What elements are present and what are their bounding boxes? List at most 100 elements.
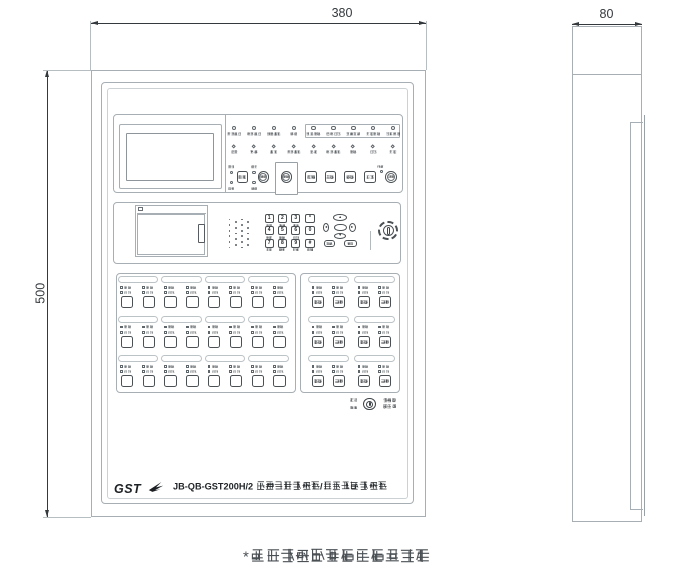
zone-button[interactable]: [186, 296, 199, 309]
zone-button[interactable]: [273, 296, 286, 309]
start-button-label: [282, 175, 290, 179]
confirm-key[interactable]: [324, 240, 335, 247]
numeric-key[interactable]: [264, 238, 274, 248]
cjk-glyph: [385, 549, 399, 562]
arrow-up-key[interactable]: ▲: [333, 214, 347, 222]
printer-latch[interactable]: [198, 224, 206, 244]
arrow-ok-key[interactable]: [334, 223, 347, 232]
zone-button[interactable]: [378, 296, 392, 309]
zone-button[interactable]: [332, 296, 346, 309]
zone-button[interactable]: [142, 335, 155, 348]
numeric-key[interactable]: [291, 214, 301, 224]
zone-button[interactable]: [229, 375, 243, 388]
selftest-button[interactable]: [257, 170, 270, 183]
zone-button[interactable]: [251, 335, 264, 348]
numeric-key[interactable]: [277, 214, 288, 224]
cjk-glyph: [258, 365, 262, 368]
lock-deny-label: [348, 405, 359, 411]
cjk-glyph: [336, 364, 340, 368]
cjk-glyph: [381, 379, 385, 384]
zone-led: [164, 291, 167, 295]
function-button-label: [364, 175, 376, 180]
cjk-glyph: [339, 291, 344, 295]
zone-button-label: [313, 300, 323, 305]
numeric-key[interactable]: [277, 226, 288, 235]
zone-button[interactable]: [312, 296, 325, 309]
numeric-key[interactable]: [277, 238, 288, 248]
zone-button[interactable]: [186, 335, 199, 348]
zone-button[interactable]: [120, 375, 134, 388]
zone-button[interactable]: [208, 375, 221, 388]
numeric-key[interactable]: [264, 226, 274, 235]
zone-button[interactable]: [358, 296, 371, 309]
zone-button[interactable]: [358, 375, 371, 388]
zone-button[interactable]: [208, 335, 221, 348]
zone-button[interactable]: [208, 296, 221, 309]
mute-button[interactable]: [236, 170, 249, 183]
cjk-glyph: [310, 132, 314, 136]
zone-button[interactable]: [186, 375, 199, 388]
cjk-glyph: [313, 150, 317, 154]
arrow-right-key[interactable]: ►: [348, 222, 356, 233]
zone-button[interactable]: [358, 335, 371, 348]
numeric-key[interactable]: [305, 238, 315, 248]
speaker-grille-hole: [247, 221, 249, 224]
zone-button[interactable]: [273, 375, 286, 388]
zone-button[interactable]: [332, 375, 346, 388]
cjk-glyph: [124, 325, 128, 329]
zone-button[interactable]: [273, 335, 286, 348]
numeric-key[interactable]: [305, 226, 315, 235]
zone-button[interactable]: [229, 296, 243, 309]
zone-button[interactable]: [332, 335, 346, 348]
side-door-step-bottom: [630, 508, 644, 510]
zone-led: [164, 325, 167, 329]
zone-led-label: [168, 285, 178, 290]
cjk-glyph: [124, 330, 128, 334]
zone-button[interactable]: [164, 335, 177, 348]
function-button[interactable]: [344, 170, 356, 183]
key-switch[interactable]: [378, 220, 398, 241]
zone-button[interactable]: [312, 335, 325, 348]
function-button[interactable]: [364, 170, 376, 183]
zone-button[interactable]: [164, 296, 177, 309]
zone-button[interactable]: [120, 335, 134, 348]
start-button[interactable]: [280, 170, 293, 183]
numeric-key-digit: 7: [267, 239, 271, 246]
zone-lock-switch[interactable]: [363, 397, 376, 411]
zone-button[interactable]: [312, 375, 325, 388]
dim-arrow: [635, 22, 642, 26]
dim-arrow: [90, 21, 98, 26]
numeric-key[interactable]: [291, 226, 301, 235]
button-led-label: [249, 186, 259, 191]
numeric-key[interactable]: [291, 238, 301, 248]
zone-button[interactable]: [229, 335, 243, 348]
zone-led: [164, 330, 167, 334]
cjk-glyph: [353, 398, 358, 402]
zone-button[interactable]: [378, 335, 392, 348]
numeric-key[interactable]: [264, 214, 274, 224]
zone-button[interactable]: [251, 375, 264, 388]
stop-button[interactable]: [385, 170, 397, 183]
cjk-glyph: [350, 398, 354, 402]
zone-button[interactable]: [378, 375, 392, 388]
key-switch-slot: [386, 226, 390, 235]
numeric-key[interactable]: [305, 214, 315, 224]
function-button[interactable]: [305, 170, 317, 183]
led-indicator-label: [324, 132, 344, 137]
cancel-key[interactable]: [343, 240, 357, 247]
numeric-key-digit: 8: [281, 239, 284, 246]
cjk-glyph: [315, 291, 319, 295]
cjk-glyph: [391, 175, 395, 179]
function-button[interactable]: [324, 170, 337, 183]
cjk-glyph: [168, 364, 172, 368]
arrow-down-key[interactable]: ▼: [333, 232, 347, 239]
zone-button[interactable]: [142, 375, 155, 388]
brand-logo-wing-icon: [147, 480, 165, 493]
zone-button[interactable]: [251, 296, 264, 309]
zone-button[interactable]: [120, 296, 134, 309]
arrow-left-key[interactable]: ◄: [322, 222, 330, 233]
cjk-glyph: [171, 330, 175, 334]
zone-button[interactable]: [164, 375, 177, 388]
cjk-glyph: [339, 300, 343, 305]
zone-button[interactable]: [142, 296, 155, 309]
